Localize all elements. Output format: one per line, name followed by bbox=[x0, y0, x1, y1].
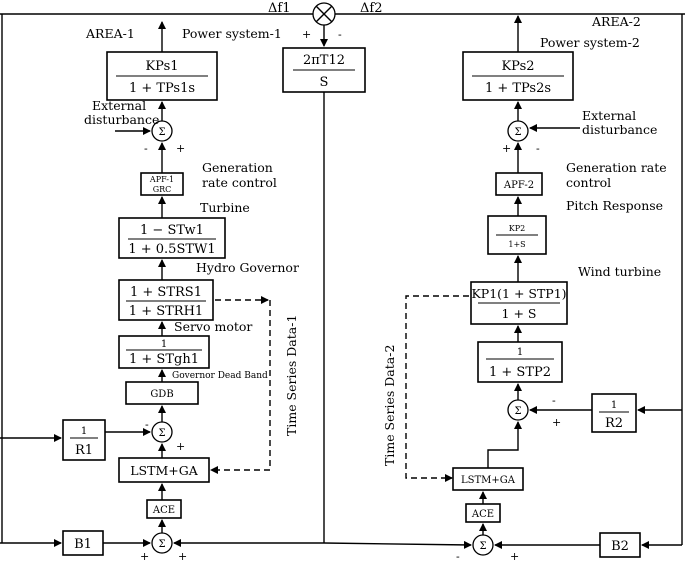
b1-block bbox=[62, 530, 104, 556]
generation-rate-control-1-line2: rate control bbox=[202, 175, 277, 190]
sign-plus: + bbox=[502, 142, 511, 155]
wind-denominator: 1 + S bbox=[502, 306, 537, 321]
b2-block bbox=[599, 532, 641, 558]
generation-rate-control-1-line1: Generation bbox=[202, 160, 273, 175]
tie-block-numerator: 2πT12 bbox=[303, 53, 345, 68]
external-disturbance-2-line1: External bbox=[582, 108, 636, 123]
r1-block bbox=[62, 419, 106, 461]
apf2-block bbox=[495, 172, 543, 196]
turbine-denominator: 1 + 0.5STW1 bbox=[128, 242, 215, 257]
ace-2-text: ACE bbox=[471, 509, 494, 520]
sign-minus: - bbox=[145, 418, 149, 431]
sum-symbol: Σ bbox=[158, 539, 165, 550]
b1-text: B1 bbox=[74, 537, 92, 552]
delta-f1-label: Δf1 bbox=[268, 1, 290, 16]
sum-symbol: Σ bbox=[514, 127, 521, 138]
pitch-response-label: Pitch Response bbox=[566, 198, 663, 213]
sign-plus: + bbox=[552, 416, 561, 429]
sign-plus: + bbox=[140, 550, 149, 563]
power-system-2-label: Power system-2 bbox=[540, 35, 640, 50]
sign-minus: - bbox=[552, 394, 556, 407]
sign-minus: - bbox=[536, 142, 540, 155]
area-2: AREA-2 Power system-2 KPs2 1 + TPs2s Σ E… bbox=[323, 14, 683, 563]
ps2-numerator: KPs2 bbox=[501, 59, 534, 74]
b2-text: B2 bbox=[611, 539, 629, 554]
first-denominator: 1 + STP2 bbox=[489, 365, 551, 380]
area-1: AREA-1 Power system-1 KPs1 1 + TPs1s Σ E… bbox=[0, 14, 324, 563]
lstm-ga-1-text: LSTM+GA bbox=[130, 463, 198, 478]
gdb-text: GDB bbox=[150, 389, 173, 400]
grc-label: GRC bbox=[153, 185, 172, 194]
wind-numerator: KP1(1 + STP1) bbox=[471, 286, 566, 301]
time-series-2-label: Time Series Data-2 bbox=[382, 345, 397, 466]
ace-block-1 bbox=[146, 499, 182, 519]
time-series-1-label: Time Series Data-1 bbox=[284, 315, 299, 436]
tie-line-section: Δf1 Δf2 + - 2πT12 S bbox=[0, 1, 685, 543]
r2-block bbox=[591, 393, 637, 433]
sum-symbol: Σ bbox=[158, 428, 165, 439]
sign-plus: + bbox=[176, 440, 185, 453]
sum-symbol: Σ bbox=[479, 541, 486, 552]
servo-motor-label: Servo motor bbox=[174, 319, 252, 334]
lstm-ga-2-text: LSTM+GA bbox=[461, 475, 516, 486]
power-system-1-label: Power system-1 bbox=[182, 26, 282, 41]
turbine-block bbox=[118, 217, 226, 259]
turbine-label: Turbine bbox=[200, 200, 250, 215]
first-numerator: 1 bbox=[517, 347, 523, 358]
external-disturbance-1-line1: External bbox=[92, 98, 146, 113]
pitch-denominator: 1+S bbox=[508, 240, 525, 249]
sign-minus: - bbox=[144, 142, 148, 155]
tie-minus-sign: - bbox=[338, 28, 342, 41]
hydro-numerator: 1 + STRS1 bbox=[130, 285, 202, 300]
generation-rate-control-2-line2: control bbox=[566, 175, 611, 190]
r2-denominator: R2 bbox=[605, 416, 623, 431]
ps1-numerator: KPs1 bbox=[145, 59, 178, 74]
servo-motor-block bbox=[118, 335, 210, 369]
area2-title: AREA-2 bbox=[591, 14, 641, 29]
pitch-numerator: KP2 bbox=[509, 224, 525, 233]
first-order-block bbox=[477, 341, 563, 383]
sign-plus: + bbox=[510, 550, 519, 563]
tie-plus-sign: + bbox=[302, 28, 311, 41]
external-disturbance-2-line2: disturbance bbox=[582, 122, 657, 137]
servo-numerator: 1 bbox=[161, 339, 167, 350]
apf1-label: APF-1 bbox=[149, 175, 174, 184]
sum-symbol: Σ bbox=[514, 406, 521, 417]
delta-f2-label: Δf2 bbox=[360, 1, 382, 16]
sum-symbol: Σ bbox=[158, 127, 165, 138]
hydro-governor-label: Hydro Governor bbox=[196, 260, 299, 275]
external-disturbance-1-line2: disturbance bbox=[84, 112, 159, 127]
sign-plus: + bbox=[178, 550, 187, 563]
tie-block-denominator: S bbox=[320, 75, 329, 90]
servo-denominator: 1 + STgh1 bbox=[129, 352, 199, 367]
ps2-denominator: 1 + TPs2s bbox=[485, 81, 551, 96]
generation-rate-control-2-line1: Generation rate bbox=[566, 160, 667, 175]
r2-numerator: 1 bbox=[611, 400, 617, 411]
apf2-text: APF-2 bbox=[503, 180, 534, 191]
hydro-governor-block bbox=[118, 279, 214, 321]
sign-minus: - bbox=[456, 550, 460, 563]
r1-denominator: R1 bbox=[75, 443, 93, 458]
turbine-numerator: 1 − STw1 bbox=[140, 223, 204, 238]
hydro-denominator: 1 + STRH1 bbox=[129, 304, 203, 319]
ace-1-text: ACE bbox=[152, 505, 175, 516]
r1-numerator: 1 bbox=[81, 426, 87, 437]
ps1-denominator: 1 + TPs1s bbox=[129, 81, 195, 96]
wind-turbine-label: Wind turbine bbox=[578, 264, 661, 279]
governor-dead-band-label: Governor Dead Band bbox=[172, 371, 268, 381]
sign-plus: + bbox=[176, 142, 185, 155]
lstm-ga-block-1 bbox=[118, 457, 210, 483]
area1-title: AREA-1 bbox=[85, 26, 135, 41]
